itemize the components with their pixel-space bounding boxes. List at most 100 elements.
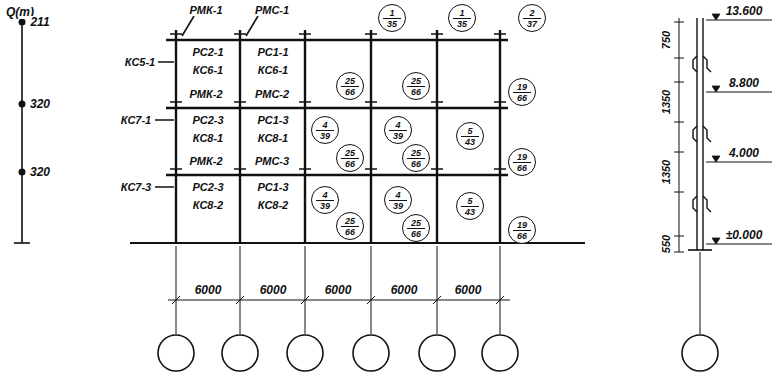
element-label: 8.800	[728, 77, 760, 90]
fraction-bar	[316, 200, 334, 201]
element-label: КС5-1	[124, 56, 156, 68]
fraction-bar	[341, 158, 359, 159]
fraction-bar	[341, 86, 359, 87]
callout-number: 35	[387, 19, 397, 29]
callout-circle: 543	[456, 122, 484, 150]
fraction-bar	[523, 18, 541, 19]
element-label: РС1-3	[256, 114, 289, 126]
element-label: РМК-2	[188, 155, 223, 167]
callout-number: 25	[345, 216, 355, 226]
fraction-bar	[389, 130, 407, 131]
callout-circle: 2566	[402, 72, 430, 100]
callout-number: 19	[517, 220, 527, 230]
callout-number: 66	[345, 159, 355, 169]
element-label: 6000	[194, 284, 223, 297]
callout-number: 66	[517, 93, 527, 103]
callout-number: 66	[517, 231, 527, 241]
fraction-bar	[341, 226, 359, 227]
dimension-text: 750	[660, 30, 672, 50]
dimension-text: 1350	[660, 89, 672, 115]
callout-number: 43	[465, 137, 475, 147]
element-label: 4.000	[728, 147, 760, 160]
callout-number: 19	[517, 152, 527, 162]
callout-number: 37	[527, 19, 537, 29]
fraction-bar	[461, 206, 479, 207]
element-label: РМК-2	[188, 88, 223, 100]
element-label: КС6-1	[257, 64, 289, 76]
element-label: 320	[29, 166, 51, 179]
callout-number: 43	[465, 207, 475, 217]
element-label: РМС-1	[254, 4, 290, 16]
callout-circle: 2566	[336, 72, 364, 100]
fraction-bar	[461, 136, 479, 137]
element-label: 6000	[259, 284, 288, 297]
fraction-bar	[389, 200, 407, 201]
callout-number: 66	[345, 227, 355, 237]
fraction-bar	[453, 18, 471, 19]
callout-number: 4	[395, 190, 400, 200]
element-label: РМС-2	[254, 88, 290, 100]
fraction-bar	[513, 92, 531, 93]
callout-number: 25	[411, 76, 421, 86]
element-label: КС8-2	[257, 199, 289, 211]
callout-circle: 237	[518, 4, 546, 32]
callout-circle: 543	[456, 192, 484, 220]
callout-number: 66	[411, 229, 421, 239]
element-label: 6000	[324, 284, 353, 297]
element-label: КС7-1	[120, 114, 152, 126]
element-label: 13.600	[725, 5, 764, 18]
fraction-bar	[513, 230, 531, 231]
element-label: 6000	[454, 284, 483, 297]
callout-number: 25	[411, 218, 421, 228]
element-label: РС1-3	[256, 181, 289, 193]
callout-number: 66	[517, 163, 527, 173]
element-label: КС8-1	[257, 132, 289, 144]
callout-number: 2	[529, 8, 534, 18]
fraction-bar	[407, 86, 425, 87]
element-label: 211	[29, 16, 50, 29]
callout-circle: 439	[384, 186, 412, 214]
element-label: РС1-1	[256, 46, 289, 58]
callout-number: 1	[459, 8, 464, 18]
callout-number: 25	[345, 76, 355, 86]
dimension-text: 550	[660, 234, 672, 254]
fraction-bar	[383, 18, 401, 19]
element-label: 6000	[390, 284, 419, 297]
callout-circle: 135	[448, 4, 476, 32]
callout-circle: 2566	[402, 144, 430, 172]
callout-number: 66	[411, 87, 421, 97]
callout-number: 25	[411, 148, 421, 158]
callout-number: 5	[467, 126, 472, 136]
fraction-bar	[407, 228, 425, 229]
callout-number: 35	[457, 19, 467, 29]
element-label: РМС-3	[254, 155, 290, 167]
callout-circle: 2566	[402, 214, 430, 242]
element-label: КС7-3	[120, 181, 152, 193]
element-label: 320	[29, 98, 51, 111]
element-label: КС8-1	[192, 132, 224, 144]
element-label: РС2-1	[191, 46, 224, 58]
callout-circle: 2566	[336, 212, 364, 240]
callout-number: 25	[345, 148, 355, 158]
callout-number: 66	[345, 87, 355, 97]
element-label: РМК-1	[188, 4, 223, 16]
callout-number: 39	[320, 201, 330, 211]
element-label: КС6-1	[192, 64, 224, 76]
callout-circle: 439	[311, 186, 339, 214]
callout-number: 1	[389, 8, 394, 18]
callout-number: 4	[322, 190, 327, 200]
callout-number: 39	[393, 201, 403, 211]
callout-number: 4	[395, 120, 400, 130]
element-label: ±0.000	[725, 229, 764, 242]
dimension-text: 1350	[660, 159, 672, 185]
element-label: РС2-3	[191, 114, 224, 126]
element-label: РС2-3	[191, 181, 224, 193]
fraction-bar	[407, 158, 425, 159]
fraction-bar	[316, 130, 334, 131]
callout-number: 5	[467, 196, 472, 206]
callout-number: 66	[411, 159, 421, 169]
element-label: КС8-2	[192, 199, 224, 211]
callout-circle: 2566	[336, 144, 364, 172]
